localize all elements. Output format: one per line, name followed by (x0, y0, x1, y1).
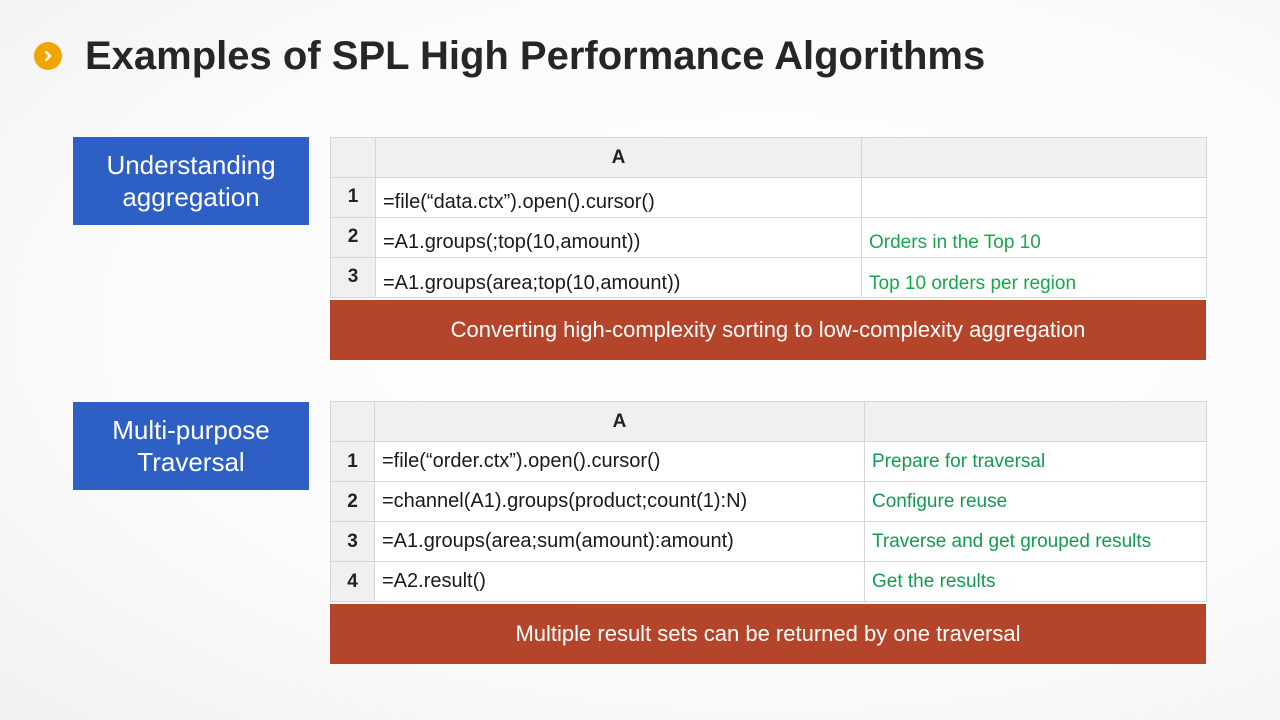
slide-title: Examples of SPL High Performance Algorit… (85, 34, 986, 78)
comment-cell[interactable]: Traverse and get grouped results (864, 521, 1207, 562)
section-tag-multi-purpose-traversal: Multi-purpose Traversal (73, 402, 309, 490)
table-row: 1 =file(“data.ctx”).open().cursor() (330, 177, 1207, 218)
code-cell[interactable]: =A1.groups(;top(10,amount)) (375, 217, 862, 258)
summary-banner-traversal: Multiple result sets can be returned by … (330, 604, 1206, 664)
column-header-b[interactable] (864, 401, 1207, 442)
comment-cell[interactable]: Configure reuse (864, 481, 1207, 522)
section-tag-line-2: Traversal (137, 447, 245, 477)
row-number[interactable]: 1 (330, 177, 376, 218)
code-cell[interactable]: =A2.result() (374, 561, 865, 602)
grid-corner-cell[interactable] (330, 137, 376, 178)
column-header-a[interactable]: A (374, 401, 865, 442)
chevron-right-icon-glyph (44, 50, 52, 62)
row-number[interactable]: 2 (330, 217, 376, 258)
table-row: 3 =A1.groups(area;top(10,amount)) Top 10… (330, 257, 1207, 298)
row-number[interactable]: 3 (330, 521, 375, 562)
comment-cell[interactable]: Prepare for traversal (864, 441, 1207, 482)
row-number[interactable]: 1 (330, 441, 375, 482)
section-tag-understanding-aggregation: Understanding aggregation (73, 137, 309, 225)
comment-cell[interactable]: Get the results (864, 561, 1207, 602)
comment-cell[interactable] (861, 177, 1207, 218)
table-row: 2 =channel(A1).groups(product;count(1):N… (330, 481, 1207, 522)
code-cell[interactable]: =A1.groups(area;top(10,amount)) (375, 257, 862, 298)
section-tag-line-1: Multi-purpose (112, 415, 270, 445)
spl-code-grid-aggregation: A 1 =file(“data.ctx”).open().cursor() 2 … (330, 137, 1207, 298)
code-cell[interactable]: =file(“order.ctx”).open().cursor() (374, 441, 865, 482)
comment-cell[interactable]: Orders in the Top 10 (861, 217, 1207, 258)
spl-code-grid-traversal: A 1 =file(“order.ctx”).open().cursor() P… (330, 401, 1207, 602)
summary-banner-aggregation: Converting high-complexity sorting to lo… (330, 300, 1206, 360)
row-number[interactable]: 2 (330, 481, 375, 522)
section-tag-line-2: aggregation (122, 182, 260, 212)
table-row: 1 =file(“order.ctx”).open().cursor() Pre… (330, 441, 1207, 482)
table-row: 2 =A1.groups(;top(10,amount)) Orders in … (330, 217, 1207, 258)
table-row: 3 =A1.groups(area;sum(amount):amount) Tr… (330, 521, 1207, 562)
table-row: 4 =A2.result() Get the results (330, 561, 1207, 602)
row-number[interactable]: 3 (330, 257, 376, 298)
section-tag-line-1: Understanding (106, 150, 276, 180)
chevron-right-icon (34, 42, 62, 70)
code-cell[interactable]: =file(“data.ctx”).open().cursor() (375, 177, 862, 218)
row-number[interactable]: 4 (330, 561, 375, 602)
column-header-b[interactable] (861, 137, 1207, 178)
code-cell[interactable]: =A1.groups(area;sum(amount):amount) (374, 521, 865, 562)
grid-corner-cell[interactable] (330, 401, 375, 442)
code-cell[interactable]: =channel(A1).groups(product;count(1):N) (374, 481, 865, 522)
column-header-a[interactable]: A (375, 137, 862, 178)
comment-cell[interactable]: Top 10 orders per region (861, 257, 1207, 298)
grid-header-row: A (330, 137, 1207, 178)
grid-header-row: A (330, 401, 1207, 442)
